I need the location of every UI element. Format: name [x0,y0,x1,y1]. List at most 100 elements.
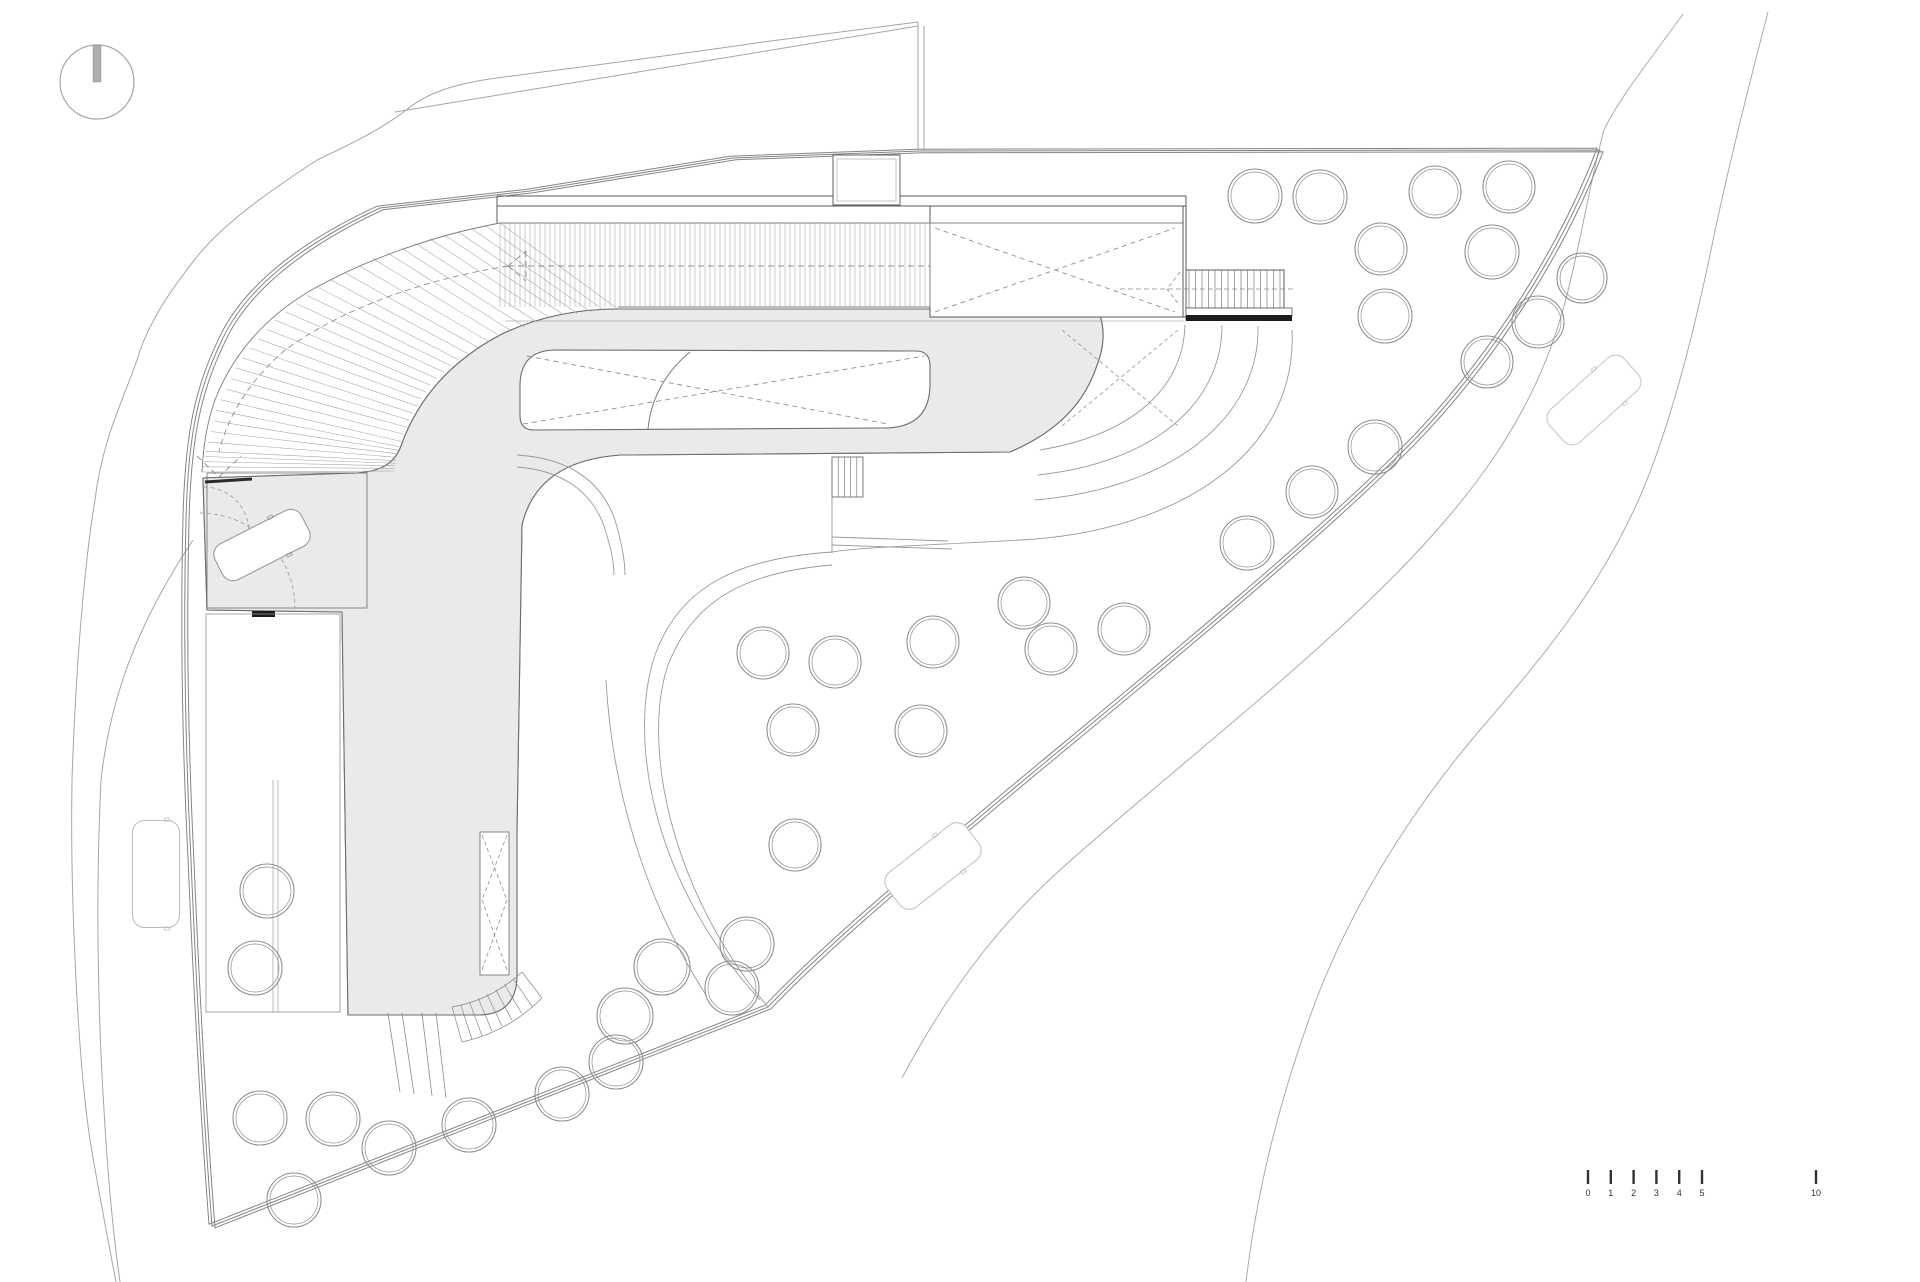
tree [1357,288,1413,344]
scale-tick [1655,1170,1658,1184]
south-promenade [516,454,953,1008]
tree-inner-ring [909,618,957,666]
east-room [929,205,1184,318]
scale-label: 10 [1811,1188,1821,1198]
tree-inner-ring [1100,605,1148,653]
tree [1464,224,1520,280]
west-road-inner-edge [97,539,194,1282]
hatch-line [213,420,399,451]
building-platform [202,308,1104,1016]
courtyard-void-cross [522,355,925,425]
hatch-line [344,272,479,348]
tree [906,615,960,669]
tree-inner-ring [444,1100,494,1150]
east-road-inner-edge [901,13,1684,1079]
car-mirror [959,868,967,875]
hatch-line [457,231,578,314]
tree-inner-ring [769,706,817,754]
tree [227,940,283,996]
ramp-band-edges [201,222,930,473]
corner-stair-fan [387,971,543,1099]
tree-inner-ring [1027,625,1075,673]
car-body [213,508,311,582]
tree [266,1172,322,1228]
tree [441,1097,497,1153]
east-road-outer-edge [1245,11,1769,1282]
tree [808,635,862,689]
hatch-line [386,252,512,332]
limb-notch-stair [479,831,510,976]
car-mirror [1621,400,1629,407]
stair-tread [486,994,503,1027]
tree-inner-ring [1222,518,1272,568]
tree [766,703,820,757]
car-mirror [164,926,170,931]
scale-tick [1700,1170,1704,1184]
roof-skylight-box [832,154,901,206]
tree [1285,465,1339,519]
tree-inner-ring [707,963,757,1013]
hatch-line [471,228,591,313]
tree [534,1066,590,1122]
stair-tread [460,1004,473,1040]
east-stair-bridge [1120,269,1294,321]
scale-label: 1 [1608,1188,1613,1198]
ramp-centerline [196,250,930,478]
hatch-line [306,295,452,367]
tree-inner-ring [537,1069,587,1119]
hatch-line [208,441,397,458]
scale-label: 0 [1585,1188,1590,1198]
ramp-louver-hatch [201,222,931,473]
garage-outline [206,472,368,609]
scale-tick [1678,1170,1681,1184]
scale-tick [1609,1170,1612,1184]
road-wall-end [917,22,925,150]
car-body [131,819,181,929]
stair-tread [512,978,533,1007]
tree [232,1090,288,1146]
hatch-line [225,388,405,435]
tree-inner-ring [269,1175,319,1225]
car-mirror [164,817,170,822]
tree-inner-ring [739,629,787,677]
hatch-line [204,456,396,464]
stair-tread [521,971,543,999]
east-road [901,11,1769,1282]
car-mirror [285,551,293,558]
stair-landing-edge [1186,315,1292,321]
car [884,822,982,910]
tree [1292,169,1348,225]
stair-tread [495,989,513,1021]
car-body [884,822,982,910]
tree [305,1091,361,1147]
hatch-line [415,243,538,323]
tree-inner-ring [235,1093,285,1143]
tree-inner-ring [591,1037,641,1087]
tree-inner-ring [1463,338,1511,386]
hatch-line [330,279,469,354]
hatch-line [236,367,410,421]
west-yard [205,613,341,1013]
tree-inner-ring [230,943,280,993]
car-mirror [266,514,274,521]
hatch-line [202,466,395,469]
scale-tick [1632,1170,1635,1184]
car-mirror [931,831,939,839]
tree-inner-ring [1514,298,1562,346]
tree [588,1034,644,1090]
tree-inner-ring [364,1123,414,1173]
east-room-void-cross [934,227,1176,313]
courtyard-outline [519,349,931,431]
tree [704,960,760,1016]
scale-tick [1586,1170,1590,1184]
hatch-line [443,234,564,315]
tree-inner-ring [1230,171,1280,221]
car [213,508,311,582]
tree-inner-ring [1485,163,1533,211]
hatch-line [250,347,418,407]
tree [1024,622,1078,676]
stair-tread [477,998,493,1032]
tree-inner-ring [771,821,819,869]
tree [1227,168,1283,224]
